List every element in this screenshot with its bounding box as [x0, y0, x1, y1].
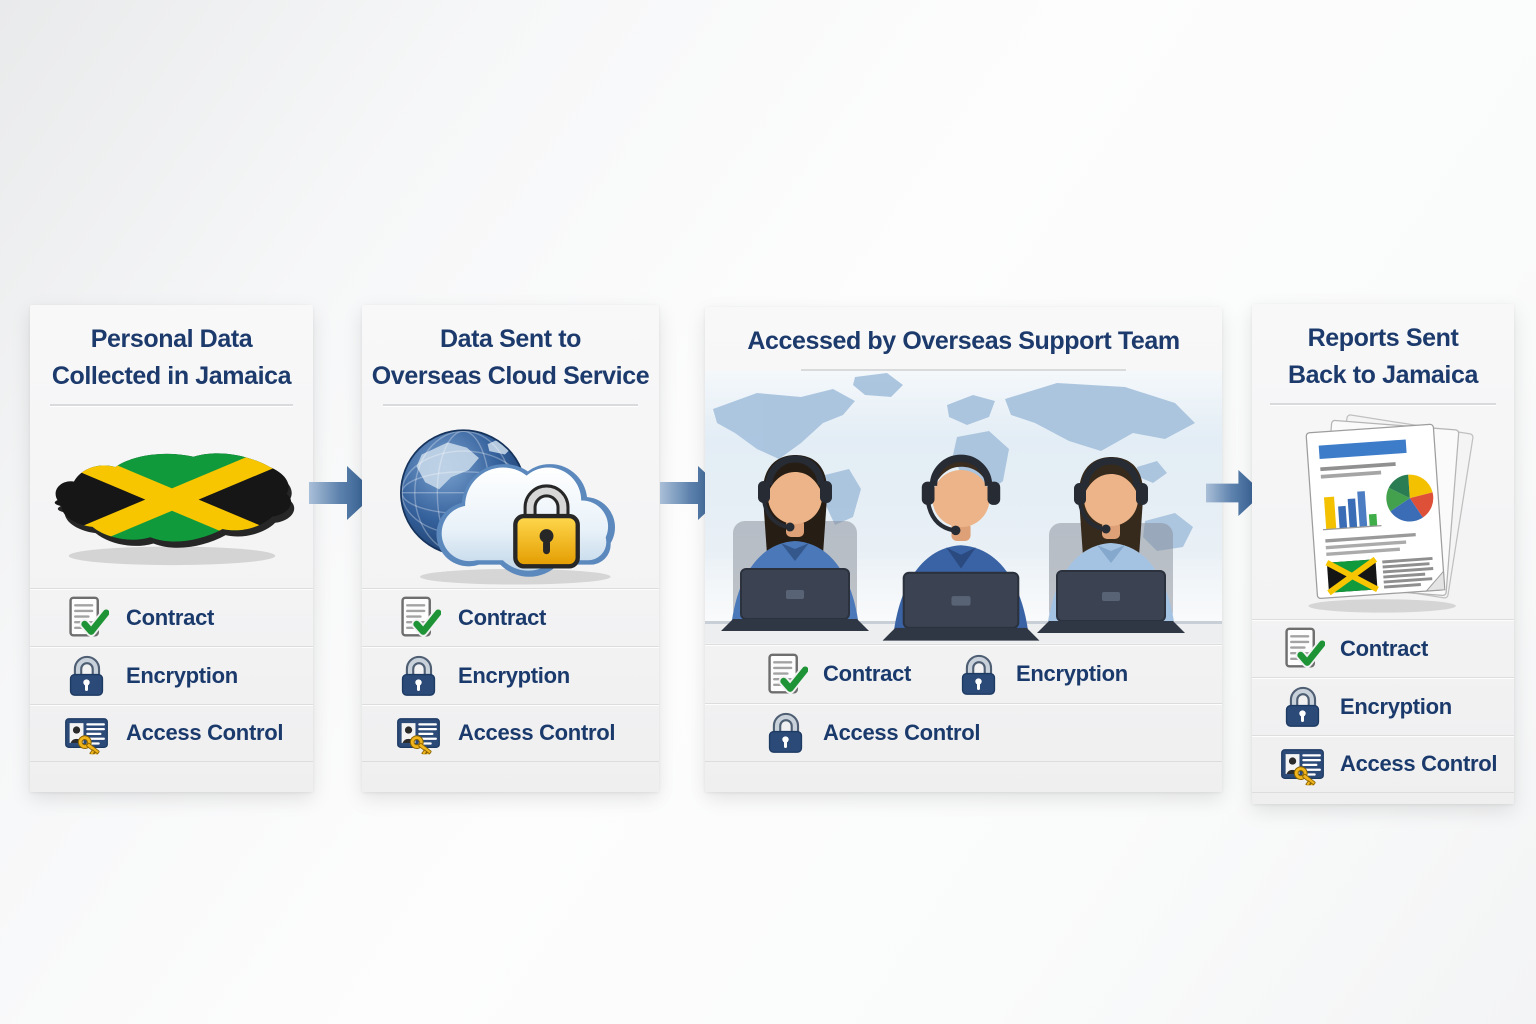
document-check-icon: [64, 595, 109, 640]
safeguard-contract: Contract: [30, 588, 313, 646]
report-stack-graphic: [1305, 414, 1474, 613]
step-title: Reports Sent Back to Jamaica: [1252, 320, 1514, 394]
safeguard-list: Contract Encryption Access Control: [362, 588, 659, 762]
step-panel-cloud-transfer: Data Sent to Overseas Cloud Service: [362, 305, 659, 792]
safeguard-encryption: Encryption: [362, 646, 659, 704]
safeguard-label: Contract: [1340, 635, 1429, 661]
title-divider: [49, 404, 294, 406]
safeguard-label: Encryption: [126, 662, 238, 688]
safeguard-label: Contract: [126, 604, 215, 630]
safeguard-label: Access Control: [126, 720, 284, 745]
step-title-line: Overseas Cloud Service: [371, 362, 650, 390]
step-panel-data-collected: Personal Data Collected in Jamaica: [30, 305, 313, 792]
flow-arrow-3: [1206, 466, 1264, 520]
padlock-icon: [956, 652, 1001, 697]
id-card-key-icon: [396, 711, 441, 756]
safeguard-list: Contract Encryption Access Control: [1252, 619, 1514, 793]
step-title: Accessed by Overseas Support Team: [705, 323, 1222, 360]
support-team-illustration: [705, 371, 1222, 644]
safeguard-list: Contract Encryption Access Control: [705, 644, 1222, 762]
safeguard-label: Encryption: [458, 662, 570, 688]
safeguard-label: Encryption: [1016, 661, 1128, 686]
safeguard-label: Contract: [458, 604, 547, 630]
step-title: Personal Data Collected in Jamaica: [30, 321, 313, 395]
safeguard-row-1: Contract Encryption: [705, 644, 1222, 703]
step-title-line: Accessed by Overseas Support Team: [747, 327, 1180, 355]
report-pie-chart: [1386, 474, 1434, 522]
padlock-icon: [763, 710, 808, 755]
safeguard-encryption: Encryption: [1252, 677, 1514, 735]
safeguard-encryption: Encryption: [956, 652, 1128, 697]
jamaica-map-graphic: [54, 453, 294, 566]
support-agent-left: [721, 455, 869, 631]
flow-arrow-1: [309, 464, 377, 522]
safeguard-contract: Contract: [362, 588, 659, 646]
step-title-line: Data Sent to: [439, 325, 582, 353]
step-title: Data Sent to Overseas Cloud Service: [362, 321, 659, 395]
safeguard-label: Access Control: [458, 720, 616, 745]
title-divider: [800, 369, 1127, 371]
id-card-key-icon: [1280, 742, 1325, 787]
globe-cloud-padlock-illustration: [362, 406, 659, 588]
safeguard-label: Encryption: [1340, 693, 1452, 719]
safeguard-encryption: Encryption: [30, 646, 313, 704]
step-title-line: Back to Jamaica: [1288, 361, 1478, 389]
safeguard-contract: Contract: [1252, 619, 1514, 677]
safeguard-list: Contract Encryption Access Control: [30, 588, 313, 762]
padlock-icon: [1280, 684, 1325, 729]
id-card-key-icon: [64, 711, 109, 756]
support-agent-right: [1037, 457, 1185, 633]
safeguard-access-control: Access Control: [1252, 735, 1514, 793]
step-title-line: Reports Sent: [1307, 324, 1459, 352]
safeguard-label: Contract: [823, 661, 912, 686]
support-team-graphic: [705, 371, 1222, 643]
step-panel-reports-returned: Reports Sent Back to Jamaica: [1252, 304, 1514, 804]
document-check-icon: [396, 595, 441, 640]
padlock-icon: [396, 653, 441, 698]
report-stack-illustration: [1252, 405, 1514, 619]
padlock-icon: [64, 653, 109, 698]
report-bar-chart: [1322, 491, 1382, 531]
report-jamaica-flag: [1325, 556, 1379, 596]
globe-cloud-lock-graphic: [399, 429, 615, 585]
document-check-icon: [763, 652, 808, 697]
jamaica-flag-map-illustration: [30, 406, 313, 588]
safeguard-access-control: Access Control: [705, 703, 1222, 762]
step-title-line: Collected in Jamaica: [51, 362, 292, 390]
safeguard-access-control: Access Control: [362, 704, 659, 762]
safeguard-access-control: Access Control: [30, 704, 313, 762]
title-divider: [1270, 403, 1496, 405]
safeguard-label: Access Control: [1340, 751, 1498, 776]
step-title-line: Personal Data: [90, 325, 253, 353]
step-panel-support-access: Accessed by Overseas Support Team: [705, 307, 1222, 792]
title-divider: [382, 404, 639, 406]
document-check-icon: [1280, 626, 1325, 671]
support-agent-middle: [882, 454, 1040, 641]
safeguard-label: Access Control: [823, 719, 981, 745]
safeguard-contract: Contract: [763, 652, 941, 697]
